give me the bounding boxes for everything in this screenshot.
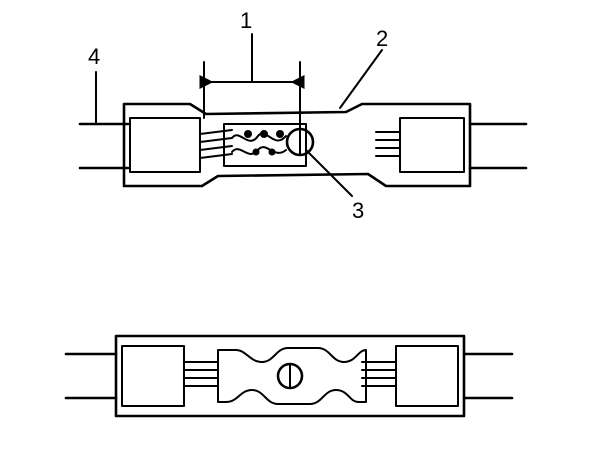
left-insulation-top	[129, 117, 201, 173]
left-wire-bottom	[64, 352, 118, 400]
heat-shrink-sleeve-top	[122, 102, 472, 188]
callout-4: 4	[88, 44, 100, 69]
right-wire-bottom	[462, 352, 514, 400]
right-insulation-bottom	[395, 345, 459, 407]
twisted-strands-top	[231, 130, 287, 156]
right-insulation-top	[399, 117, 465, 173]
heat-shrink-sleeve-bottom	[114, 334, 466, 418]
right-strands-bottom	[361, 361, 397, 387]
leader-line-2	[339, 49, 383, 109]
solder-sleeve-bottom	[217, 347, 367, 405]
callout-1: 1	[240, 8, 252, 33]
left-strands-top	[199, 129, 233, 159]
splice-before-heating	[78, 33, 528, 197]
callout-3: 3	[352, 198, 364, 223]
left-wire-top	[78, 122, 130, 170]
dimension-1-indicator	[199, 33, 305, 133]
left-insulation-bottom	[121, 345, 185, 407]
right-wire-top	[468, 122, 528, 170]
left-strands-bottom	[183, 361, 219, 387]
splice-after-heating	[64, 334, 514, 418]
solder-sleeve-top	[223, 123, 307, 167]
right-strands-top	[375, 131, 401, 157]
callout-2: 2	[376, 26, 388, 51]
leader-line-3	[305, 149, 353, 197]
